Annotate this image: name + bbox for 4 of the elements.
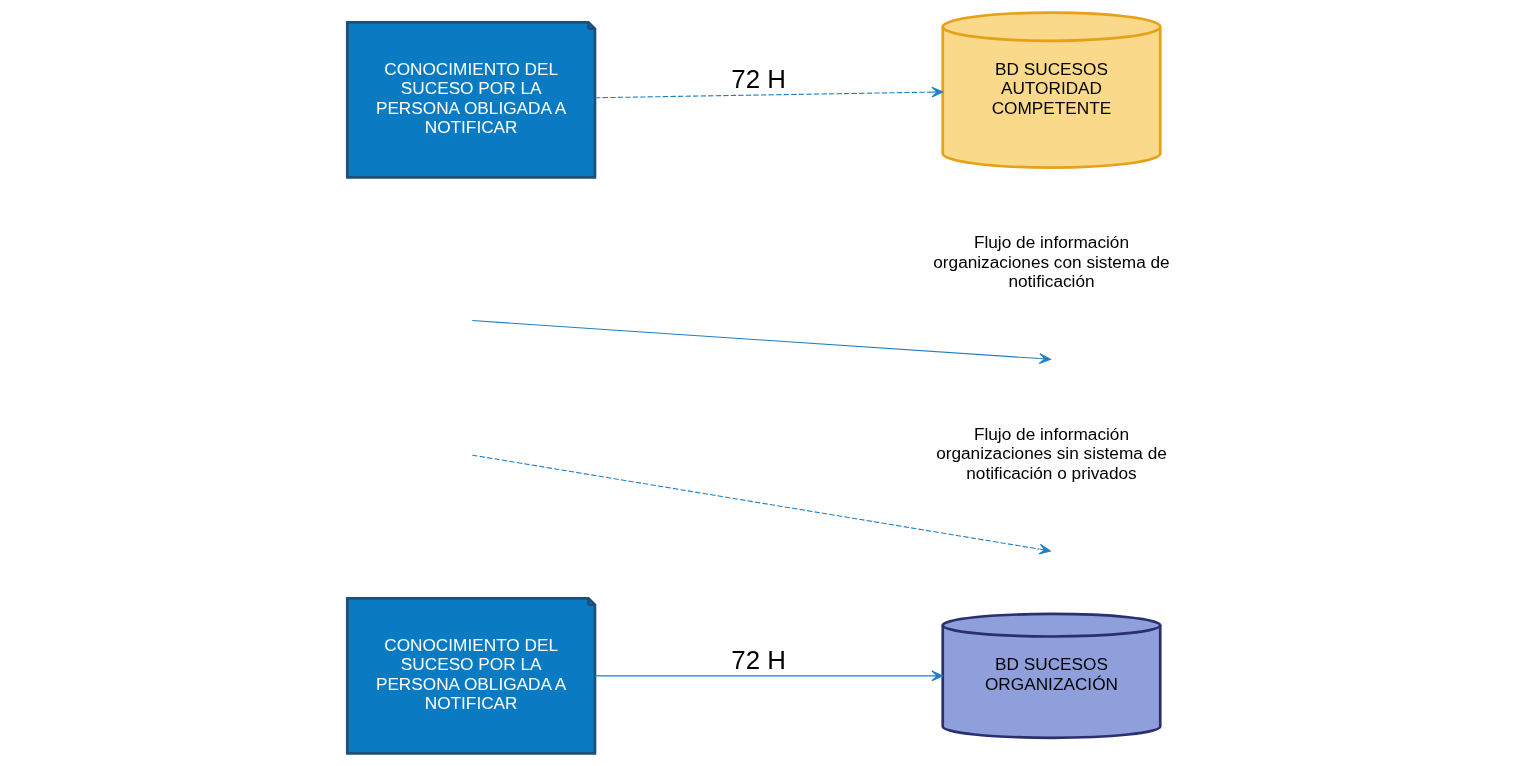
edge-label: 72 H — [730, 65, 786, 94]
legend-label: Flujo de información organizaciones con sistema de notificación — [932, 232, 1170, 291]
legend-label: Flujo de información organizaciones sin sistema de notificación o privados — [935, 423, 1167, 483]
edge-label: 72 H — [730, 645, 786, 674]
